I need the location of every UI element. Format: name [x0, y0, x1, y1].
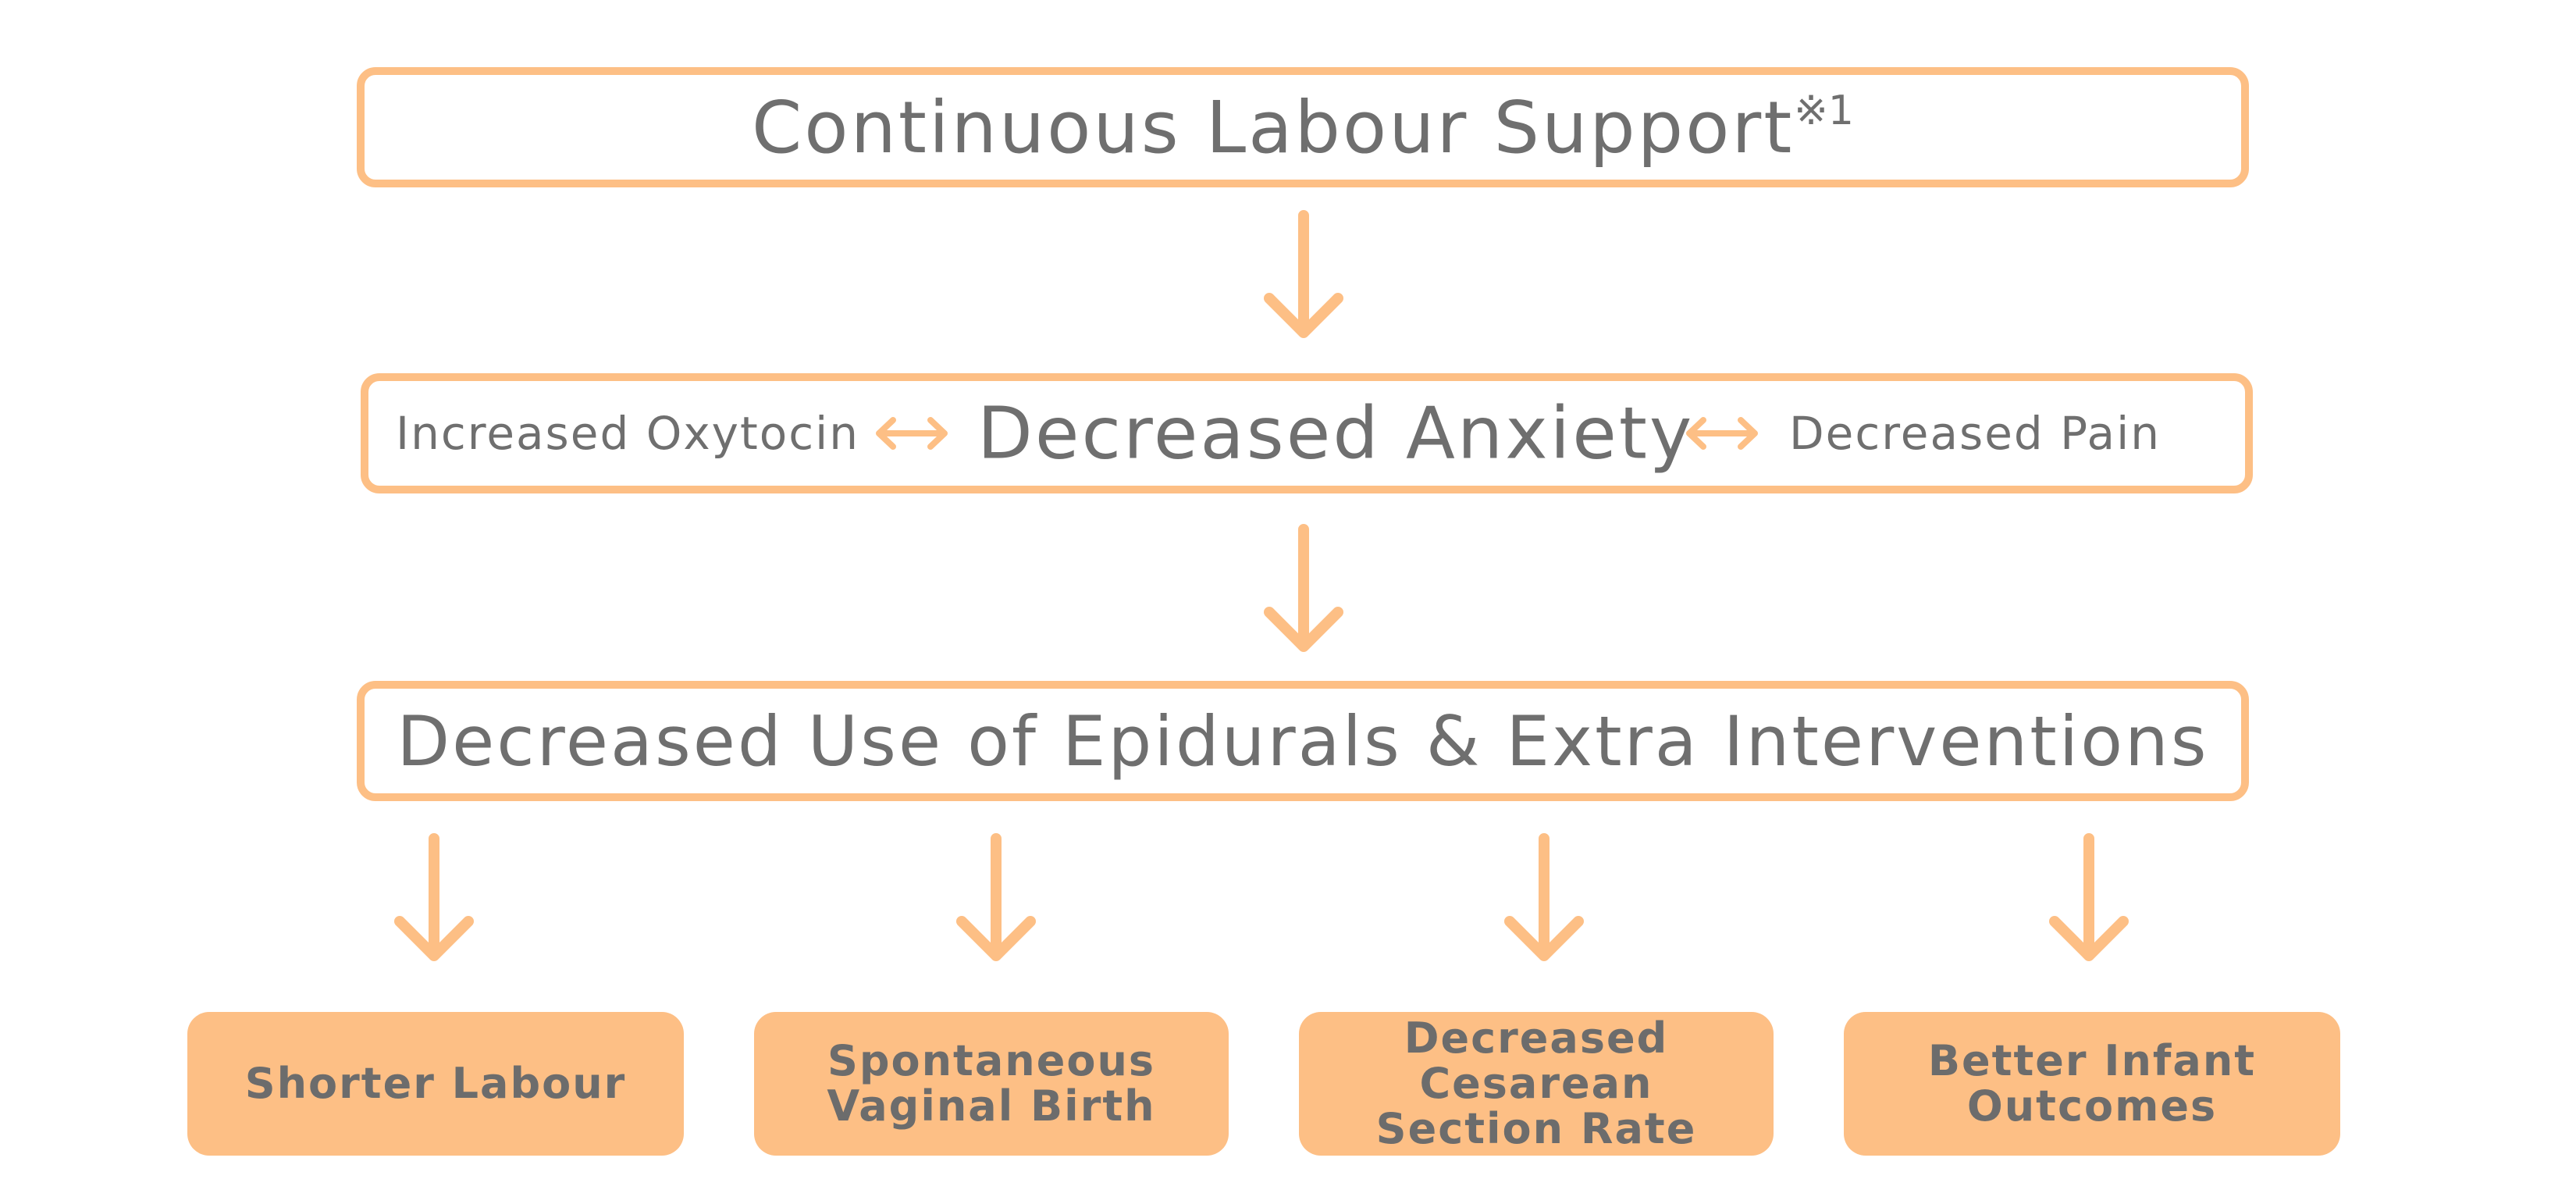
- down-arrow-icon: [956, 833, 1036, 961]
- outcome-label: Shorter Labour: [244, 1059, 627, 1108]
- decreased-use-title: Decreased Use of Epidurals & Extra Inter…: [397, 700, 2209, 782]
- down-arrow-icon: [1504, 833, 1584, 961]
- continuous-labour-support-box: Continuous Labour Support※1: [357, 67, 2249, 187]
- down-arrow-icon: [2049, 833, 2129, 961]
- outcome-better-infant-outcomes: Better Infant Outcomes: [1844, 1012, 2340, 1156]
- continuous-labour-support-title: Continuous Labour Support※1: [752, 86, 1854, 169]
- decreased-anxiety-box: Increased Oxytocin Decreased Anxiety Dec…: [361, 373, 2253, 493]
- outcome-shorter-labour: Shorter Labour: [187, 1012, 684, 1156]
- increased-oxytocin-label: Increased Oxytocin: [396, 407, 859, 460]
- outcome-decreased-cesarean: Decreased Cesarean Section Rate: [1299, 1012, 1774, 1156]
- decreased-pain-label: Decreased Pain: [1789, 407, 2161, 460]
- down-arrow-icon: [394, 833, 474, 961]
- down-arrow-icon: [1264, 210, 1343, 338]
- outcome-label: Spontaneous Vaginal Birth: [827, 1036, 1156, 1131]
- outcome-label: Better Infant Outcomes: [1927, 1036, 2257, 1131]
- double-arrow-icon: [876, 417, 948, 450]
- decreased-anxiety-label: Decreased Anxiety: [977, 391, 1695, 476]
- outcome-label: Decreased Cesarean Section Rate: [1375, 1014, 1697, 1153]
- outcome-spontaneous-vaginal-birth: Spontaneous Vaginal Birth: [754, 1012, 1229, 1156]
- top-box-title-text: Continuous Labour Support: [752, 85, 1795, 169]
- decreased-use-of-epidurals-box: Decreased Use of Epidurals & Extra Inter…: [357, 681, 2249, 801]
- footnote-marker: ※1: [1794, 87, 1854, 134]
- down-arrow-icon: [1264, 524, 1343, 652]
- double-arrow-icon: [1686, 417, 1758, 450]
